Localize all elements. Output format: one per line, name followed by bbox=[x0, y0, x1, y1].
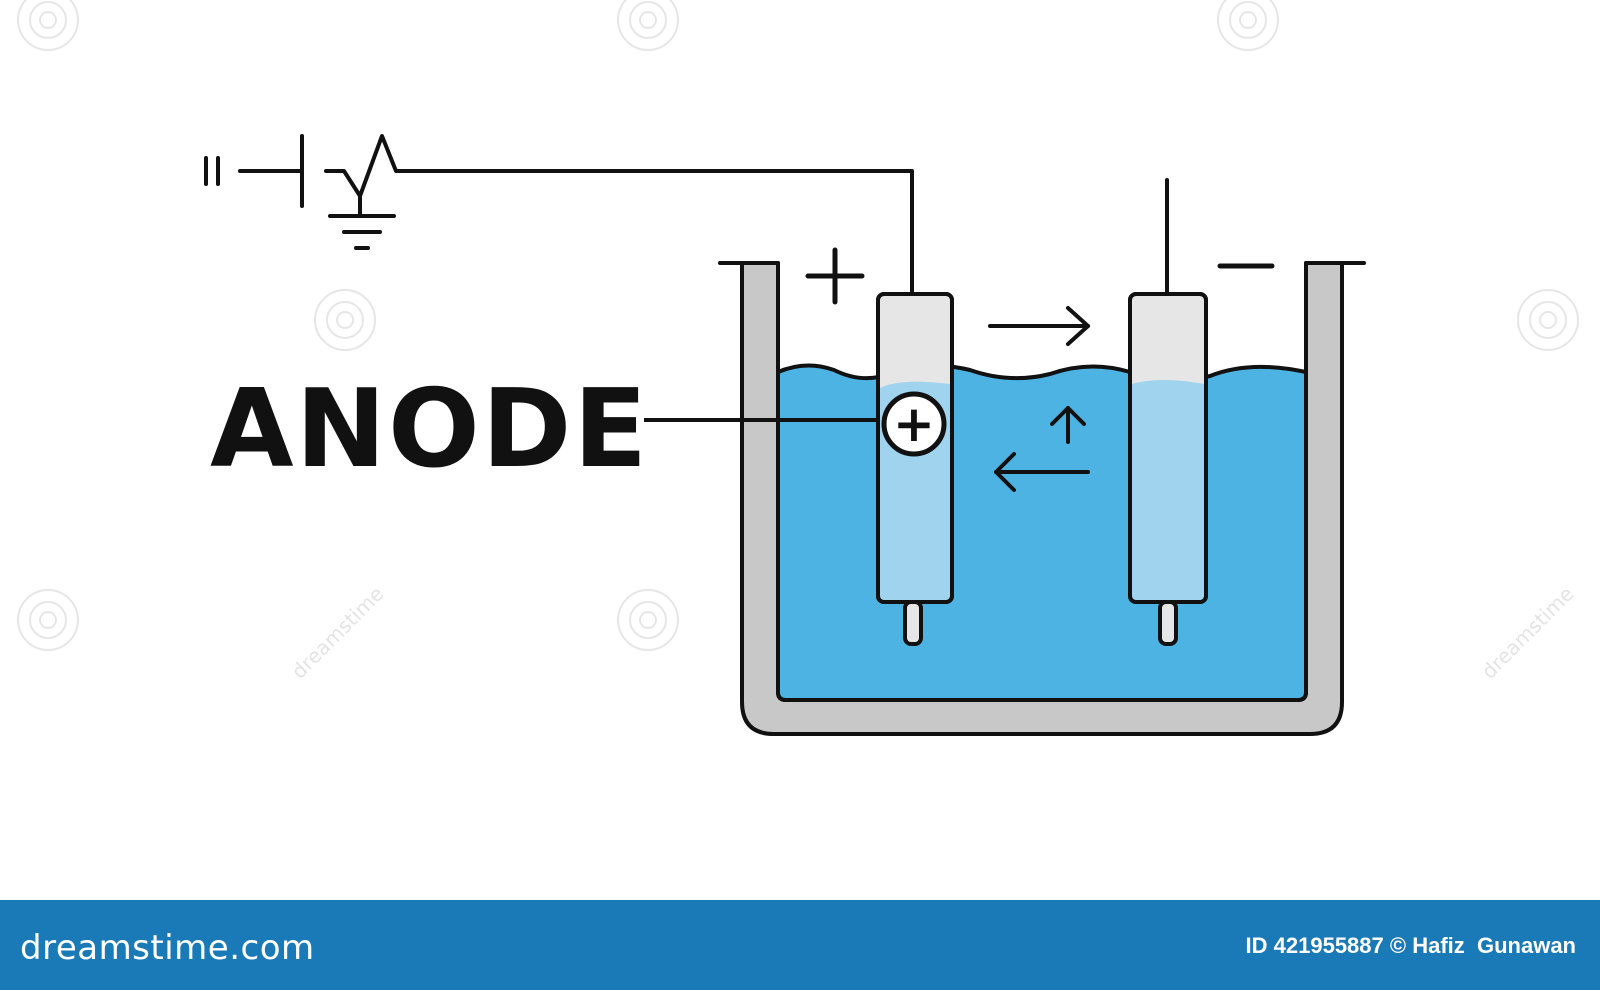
electrolyte bbox=[776, 363, 1308, 702]
footer-logo-text: dreamstime.com bbox=[20, 928, 315, 968]
cathode-electrode bbox=[1128, 178, 1208, 646]
watermark-spiral-icon bbox=[617, 0, 679, 51]
watermark-spiral-icon bbox=[617, 589, 679, 651]
watermark-spiral-icon bbox=[1517, 289, 1579, 351]
anode-electrode bbox=[876, 292, 954, 646]
resistor-and-wire bbox=[324, 134, 914, 294]
circuit bbox=[204, 134, 914, 294]
watermark-text: dreamstime bbox=[1477, 582, 1579, 684]
watermark-text: dreamstime bbox=[287, 582, 389, 684]
arrow-up-icon bbox=[1050, 406, 1086, 444]
anode-marker: + bbox=[881, 391, 947, 457]
electrolysis-diagram: dreamstime dreamstime dreamstime bbox=[17, 0, 1579, 736]
anode-label: ANODE bbox=[210, 367, 649, 492]
cathode-tip bbox=[1158, 600, 1178, 646]
footer-logo[interactable]: dreamstime.com bbox=[20, 928, 315, 968]
arrow-left-icon bbox=[994, 452, 1090, 492]
anode-plus-symbol: + bbox=[893, 395, 935, 453]
footer-bar: dreamstime.com ID 421955887 © Hafiz Guna… bbox=[0, 900, 1600, 990]
watermark-spiral-icon bbox=[17, 0, 79, 51]
watermark-spiral-icon bbox=[314, 289, 376, 351]
watermark-spiral-icon bbox=[17, 589, 79, 651]
anode-tip bbox=[903, 600, 923, 646]
positive-sign-icon bbox=[805, 247, 865, 305]
footer-credit: ID 421955887 © Hafiz Gunawan bbox=[1245, 933, 1576, 958]
watermark-spiral-icon bbox=[1217, 0, 1279, 51]
arrow-right-icon bbox=[988, 306, 1090, 346]
